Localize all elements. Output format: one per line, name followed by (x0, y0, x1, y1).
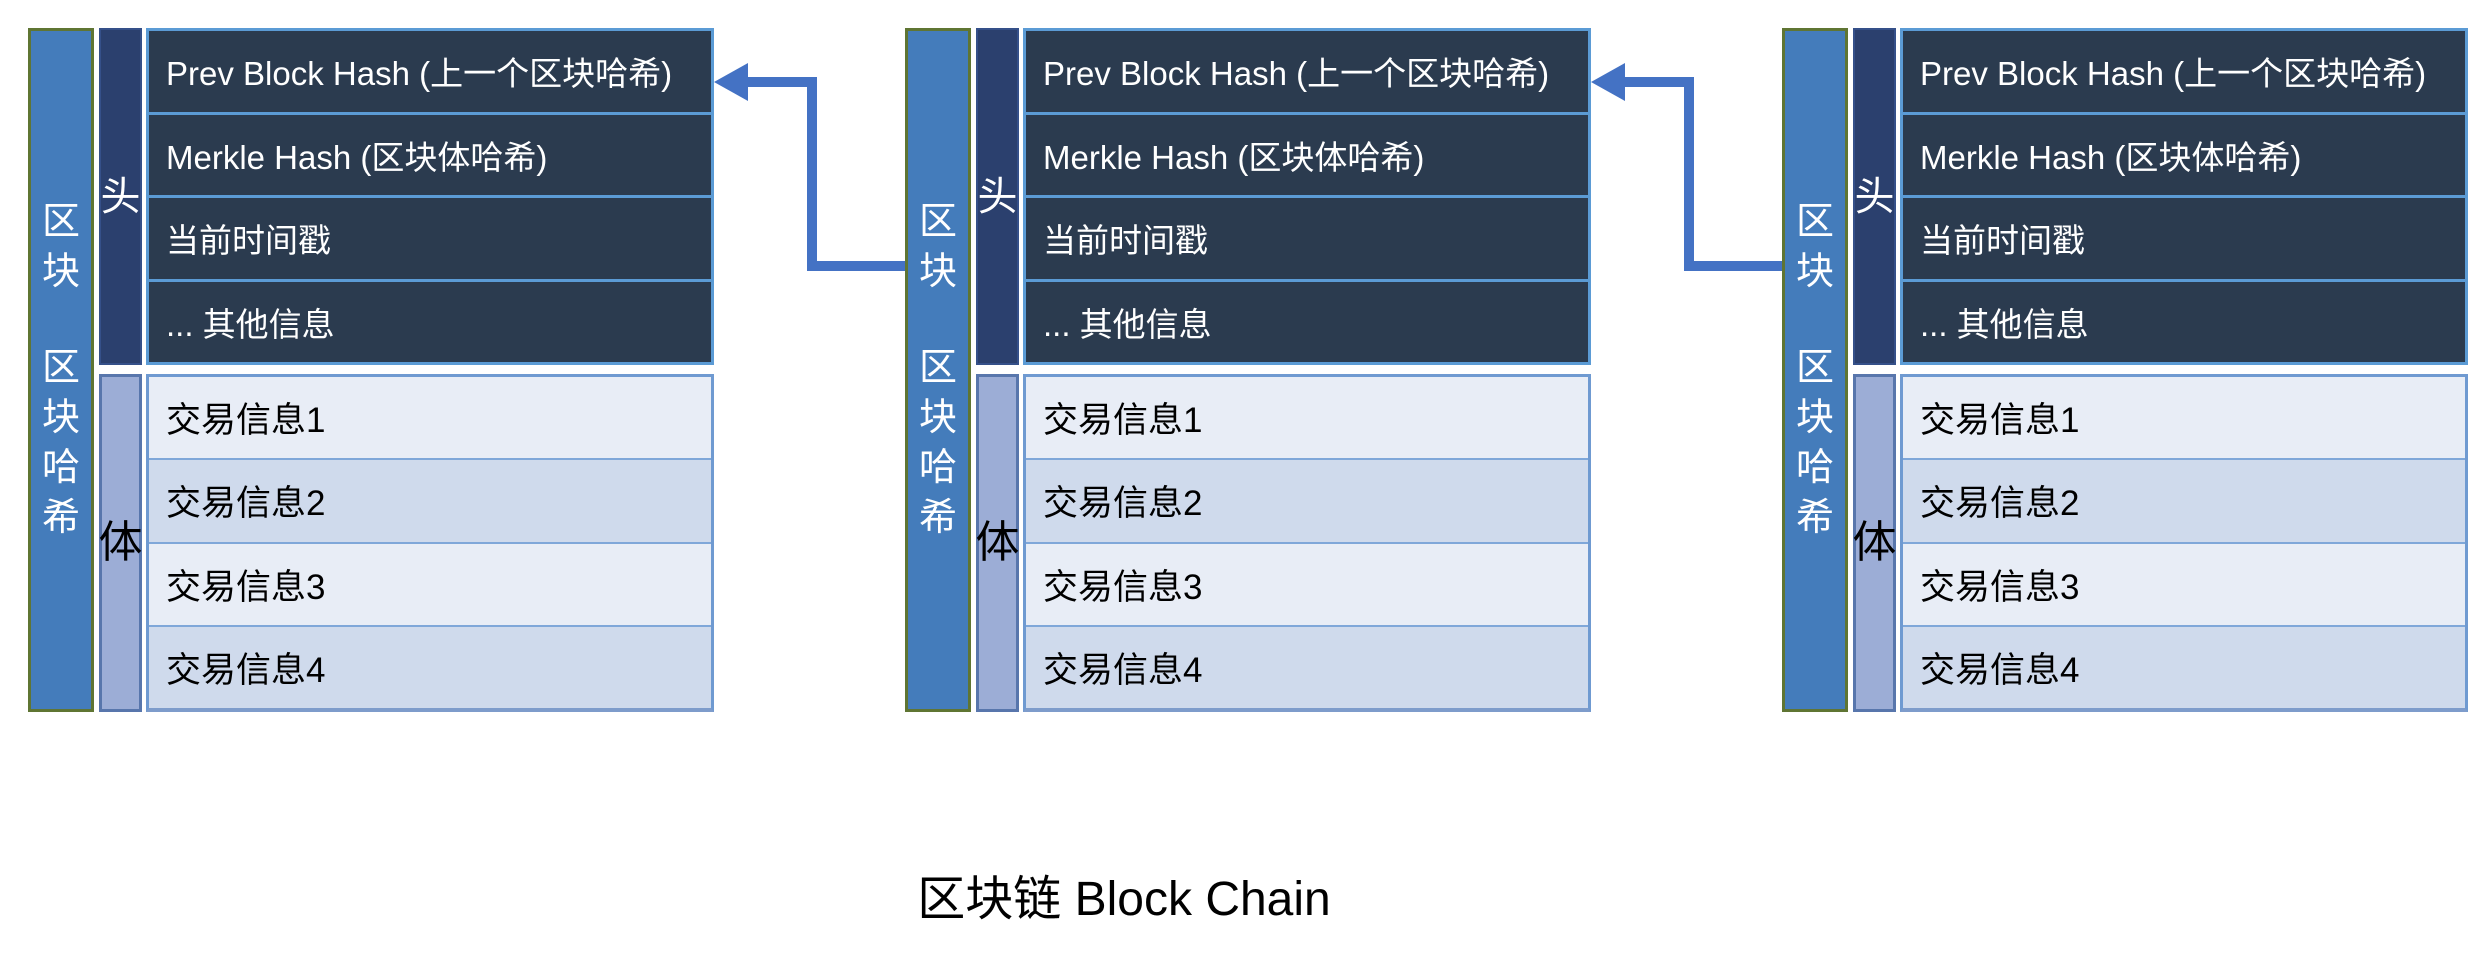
header-row-merkle-hash: Merkle Hash (区块体哈希) (1903, 111, 2465, 195)
prev-hash-arrow-2 (1591, 63, 1782, 271)
block-label: 区块 (918, 201, 957, 293)
block-side-bar: 区块 区块哈希 (1782, 28, 1848, 712)
body-table: 交易信息1 交易信息2 交易信息3 交易信息4 (1900, 374, 2468, 712)
body-strip: 体 (98, 374, 143, 712)
body-strip: 体 (975, 374, 1020, 712)
body-table: 交易信息1 交易信息2 交易信息3 交易信息4 (1023, 374, 1591, 712)
header-row-label: Prev Block Hash (上一个区块哈希) (1043, 55, 1550, 93)
header-row-prev-hash: Prev Block Hash (上一个区块哈希) (149, 31, 711, 112)
block-side-bar: 区块 区块哈希 (905, 28, 971, 712)
transaction-row-label: 交易信息3 (1920, 567, 2080, 607)
block-label: 区块 (41, 201, 80, 293)
header-row-timestamp: 当前时间戳 (149, 195, 711, 279)
transaction-row-label: 交易信息1 (1920, 401, 2080, 441)
transaction-row: 交易信息2 (1903, 458, 2465, 542)
header-strip-label: 头 (100, 174, 141, 219)
header-strip: 头 (99, 28, 142, 365)
header-table: Prev Block Hash (上一个区块哈希) Merkle Hash (区… (1900, 28, 2468, 365)
block-label: 区块 (1795, 201, 1834, 293)
arrow-line (1623, 77, 1782, 271)
header-row-label: 当前时间戳 (166, 222, 331, 260)
header-row-label: Prev Block Hash (上一个区块哈希) (1920, 55, 2427, 93)
transaction-row-label: 交易信息3 (166, 567, 326, 607)
header-row-label: ... 其他信息 (1920, 305, 2089, 343)
header-row-other-info: ... 其他信息 (149, 278, 711, 362)
body-strip-label: 体 (98, 518, 143, 567)
transaction-row: 交易信息1 (149, 377, 711, 459)
block-side-bar: 区块 区块哈希 (28, 28, 94, 712)
header-row-merkle-hash: Merkle Hash (区块体哈希) (149, 111, 711, 195)
header-row-other-info: ... 其他信息 (1903, 278, 2465, 362)
header-row-label: Merkle Hash (区块体哈希) (1920, 138, 2302, 176)
prev-hash-arrow-1 (714, 63, 905, 271)
transaction-row-label: 交易信息4 (166, 650, 326, 690)
block-side-labels: 区块 区块哈希 (1785, 197, 1845, 543)
header-row-prev-hash: Prev Block Hash (上一个区块哈希) (1026, 31, 1588, 112)
body-strip: 体 (1852, 374, 1897, 712)
header-row-label: ... 其他信息 (166, 305, 335, 343)
transaction-row: 交易信息4 (149, 624, 711, 708)
header-row-label: ... 其他信息 (1043, 305, 1212, 343)
header-row-timestamp: 当前时间戳 (1903, 195, 2465, 279)
diagram-title: 区块链 Block Chain (917, 873, 1331, 926)
transaction-row-label: 交易信息1 (1043, 401, 1203, 441)
header-strip-label: 头 (1854, 174, 1895, 219)
transaction-row-label: 交易信息2 (1920, 484, 2080, 524)
transaction-row: 交易信息3 (149, 541, 711, 625)
transaction-row: 交易信息4 (1903, 624, 2465, 708)
transaction-row-label: 交易信息1 (166, 401, 326, 441)
transaction-row: 交易信息3 (1903, 541, 2465, 625)
block-hash-label: 区块哈希 (1795, 347, 1834, 539)
body-table: 交易信息1 交易信息2 交易信息3 交易信息4 (146, 374, 714, 712)
body-strip-label: 体 (975, 518, 1020, 567)
block-side-labels: 区块 区块哈希 (31, 197, 91, 543)
block-hash-label: 区块哈希 (41, 347, 80, 539)
block-3: 区块 区块哈希 头 体 Prev Block Hash (上一个区块哈希) Me… (1782, 28, 2468, 712)
header-row-label: Merkle Hash (区块体哈希) (1043, 138, 1425, 176)
block-2: 区块 区块哈希 头 体 Prev Block Hash (上一个区块哈希) Me… (905, 28, 1591, 712)
header-strip-label: 头 (977, 174, 1018, 219)
header-row-timestamp: 当前时间戳 (1026, 195, 1588, 279)
header-row-prev-hash: Prev Block Hash (上一个区块哈希) (1903, 31, 2465, 112)
transaction-row: 交易信息1 (1903, 377, 2465, 459)
transaction-row-label: 交易信息4 (1920, 650, 2080, 690)
transaction-row: 交易信息2 (1026, 458, 1588, 542)
header-row-label: 当前时间戳 (1920, 222, 2085, 260)
header-row-label: 当前时间戳 (1043, 222, 1208, 260)
arrow-head-icon (1591, 63, 1625, 101)
header-strip: 头 (976, 28, 1019, 365)
header-table: Prev Block Hash (上一个区块哈希) Merkle Hash (区… (1023, 28, 1591, 365)
header-strip: 头 (1853, 28, 1896, 365)
block-1: 区块 区块哈希 头 体 Prev Block Hash (上一个区块哈希) Me… (28, 28, 714, 712)
transaction-row-label: 交易信息2 (1043, 484, 1203, 524)
transaction-row-label: 交易信息2 (166, 484, 326, 524)
transaction-row-label: 交易信息3 (1043, 567, 1203, 607)
header-table: Prev Block Hash (上一个区块哈希) Merkle Hash (区… (146, 28, 714, 365)
transaction-row: 交易信息1 (1026, 377, 1588, 459)
arrow-head-icon (714, 63, 748, 101)
header-row-other-info: ... 其他信息 (1026, 278, 1588, 362)
transaction-row: 交易信息3 (1026, 541, 1588, 625)
header-row-merkle-hash: Merkle Hash (区块体哈希) (1026, 111, 1588, 195)
transaction-row: 交易信息2 (149, 458, 711, 542)
transaction-row: 交易信息4 (1026, 624, 1588, 708)
header-row-label: Merkle Hash (区块体哈希) (166, 138, 548, 176)
block-side-labels: 区块 区块哈希 (908, 197, 968, 543)
header-row-label: Prev Block Hash (上一个区块哈希) (166, 55, 673, 93)
arrow-line (746, 77, 905, 271)
body-strip-label: 体 (1852, 518, 1897, 567)
block-hash-label: 区块哈希 (918, 347, 957, 539)
transaction-row-label: 交易信息4 (1043, 650, 1203, 690)
